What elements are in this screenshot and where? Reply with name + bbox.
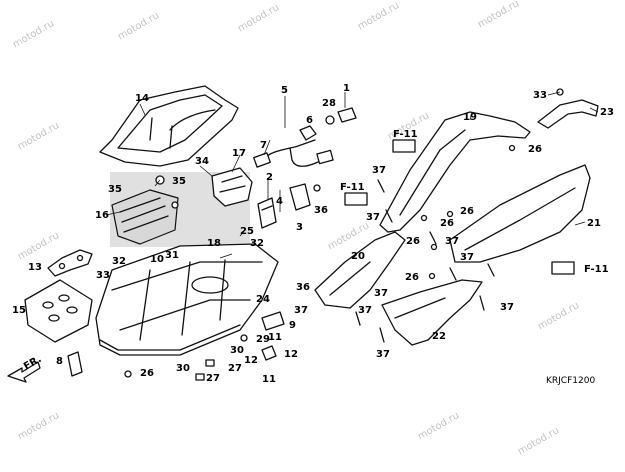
callout-32: 32 <box>112 256 126 267</box>
callout-36: 36 <box>296 282 310 293</box>
callout-32: 32 <box>250 238 264 249</box>
front-direction-arrow: FR. <box>7 354 44 383</box>
watermark: motod.ru <box>516 425 561 457</box>
callout-10: 10 <box>150 254 164 265</box>
watermark: motod.ru <box>236 2 281 34</box>
reference-f11-c: F-11 <box>551 261 609 275</box>
callout-26: 26 <box>460 206 474 217</box>
watermark: motod.ru <box>16 230 61 262</box>
part-20-center-panel <box>314 231 406 309</box>
callout-7: 7 <box>260 140 267 151</box>
watermark: motod.ru <box>536 300 581 332</box>
part-23-grab-rail <box>537 88 599 129</box>
callout-30: 30 <box>176 363 190 374</box>
callout-22: 22 <box>432 331 446 342</box>
part-10-luggage-box <box>95 243 279 356</box>
callout-37: 37 <box>460 252 474 263</box>
callout-36: 36 <box>314 205 328 216</box>
callout-21: 21 <box>587 218 601 229</box>
watermark: motod.ru <box>16 120 61 152</box>
part-5-harness <box>253 125 334 168</box>
callout-9: 9 <box>289 320 296 331</box>
callout-13: 13 <box>28 262 42 273</box>
reference-f11-a: F-11 <box>392 129 418 153</box>
callout-8: 8 <box>56 356 63 367</box>
callout-3: 3 <box>296 222 303 233</box>
callout-14: 14 <box>135 93 149 104</box>
callout-5: 5 <box>281 85 288 96</box>
reference-f11-b: F-11 <box>340 182 368 206</box>
fastener-group <box>124 311 285 381</box>
callout-37: 37 <box>445 236 459 247</box>
callout-26: 26 <box>406 236 420 247</box>
reference-label: F-11 <box>584 264 609 275</box>
callout-4: 4 <box>276 196 283 207</box>
callout-12: 12 <box>244 355 258 366</box>
callout-37: 37 <box>374 288 388 299</box>
callout-35: 35 <box>108 184 122 195</box>
callout-2: 2 <box>266 172 273 183</box>
watermark: motod.ru <box>416 410 461 442</box>
callout-23: 23 <box>600 107 614 118</box>
part-1-switch <box>325 107 357 125</box>
watermark: motod.ru <box>356 0 401 32</box>
callout-1: 1 <box>343 83 350 94</box>
callout-12: 12 <box>284 349 298 360</box>
callout-37: 37 <box>358 305 372 316</box>
callout-27: 27 <box>206 373 220 384</box>
part-8-latch <box>67 351 83 377</box>
diagram-code: KRJCF1200 <box>546 376 595 386</box>
callout-37: 37 <box>376 349 390 360</box>
part-22-floor-cover <box>381 279 483 346</box>
part-14-luggage-liner <box>99 85 239 167</box>
callout-30: 30 <box>230 345 244 356</box>
watermark: motod.ru <box>476 0 521 31</box>
callout-numbers: 1 28 5 6 7 14 34 17 35 35 16 2 4 3 36 25… <box>12 83 614 385</box>
callout-24: 24 <box>256 294 270 305</box>
watermark: motod.ru <box>116 10 161 42</box>
part-15-cover-plate <box>24 279 93 343</box>
callout-6: 6 <box>306 115 313 126</box>
callout-35: 35 <box>172 176 186 187</box>
callout-11: 11 <box>262 374 276 385</box>
callout-17: 17 <box>232 148 246 159</box>
callout-16: 16 <box>95 210 109 221</box>
watermark: motod.ru <box>16 410 61 442</box>
callout-11: 11 <box>268 332 282 343</box>
callout-33: 33 <box>533 90 547 101</box>
callout-37: 37 <box>366 212 380 223</box>
callout-26: 26 <box>440 218 454 229</box>
electrical-box-group <box>110 167 253 247</box>
callout-28: 28 <box>322 98 336 109</box>
leader-lines <box>105 91 599 259</box>
reference-label: F-11 <box>393 129 418 140</box>
reference-label: F-11 <box>340 182 365 193</box>
callout-34: 34 <box>195 156 209 167</box>
callout-19: 19 <box>463 112 477 123</box>
callout-26: 26 <box>528 144 542 155</box>
callout-20: 20 <box>351 251 365 262</box>
watermark: motod.ru <box>11 18 56 50</box>
callout-26: 26 <box>140 368 154 379</box>
part-21-rear-cowl <box>449 164 591 263</box>
callout-29: 29 <box>256 334 270 345</box>
callout-31: 31 <box>165 250 179 261</box>
callout-37: 37 <box>294 305 308 316</box>
callout-18: 18 <box>207 238 221 249</box>
callout-25: 25 <box>240 226 254 237</box>
part-19-upper-cover <box>379 111 531 233</box>
callout-37: 37 <box>372 165 386 176</box>
callout-26: 26 <box>405 272 419 283</box>
callout-37: 37 <box>500 302 514 313</box>
bolt-group <box>355 144 516 343</box>
callout-33: 33 <box>96 270 110 281</box>
part-2-bracket <box>257 183 321 229</box>
callout-27: 27 <box>228 363 242 374</box>
callout-15: 15 <box>12 305 26 316</box>
part-13-clamp <box>47 249 93 277</box>
